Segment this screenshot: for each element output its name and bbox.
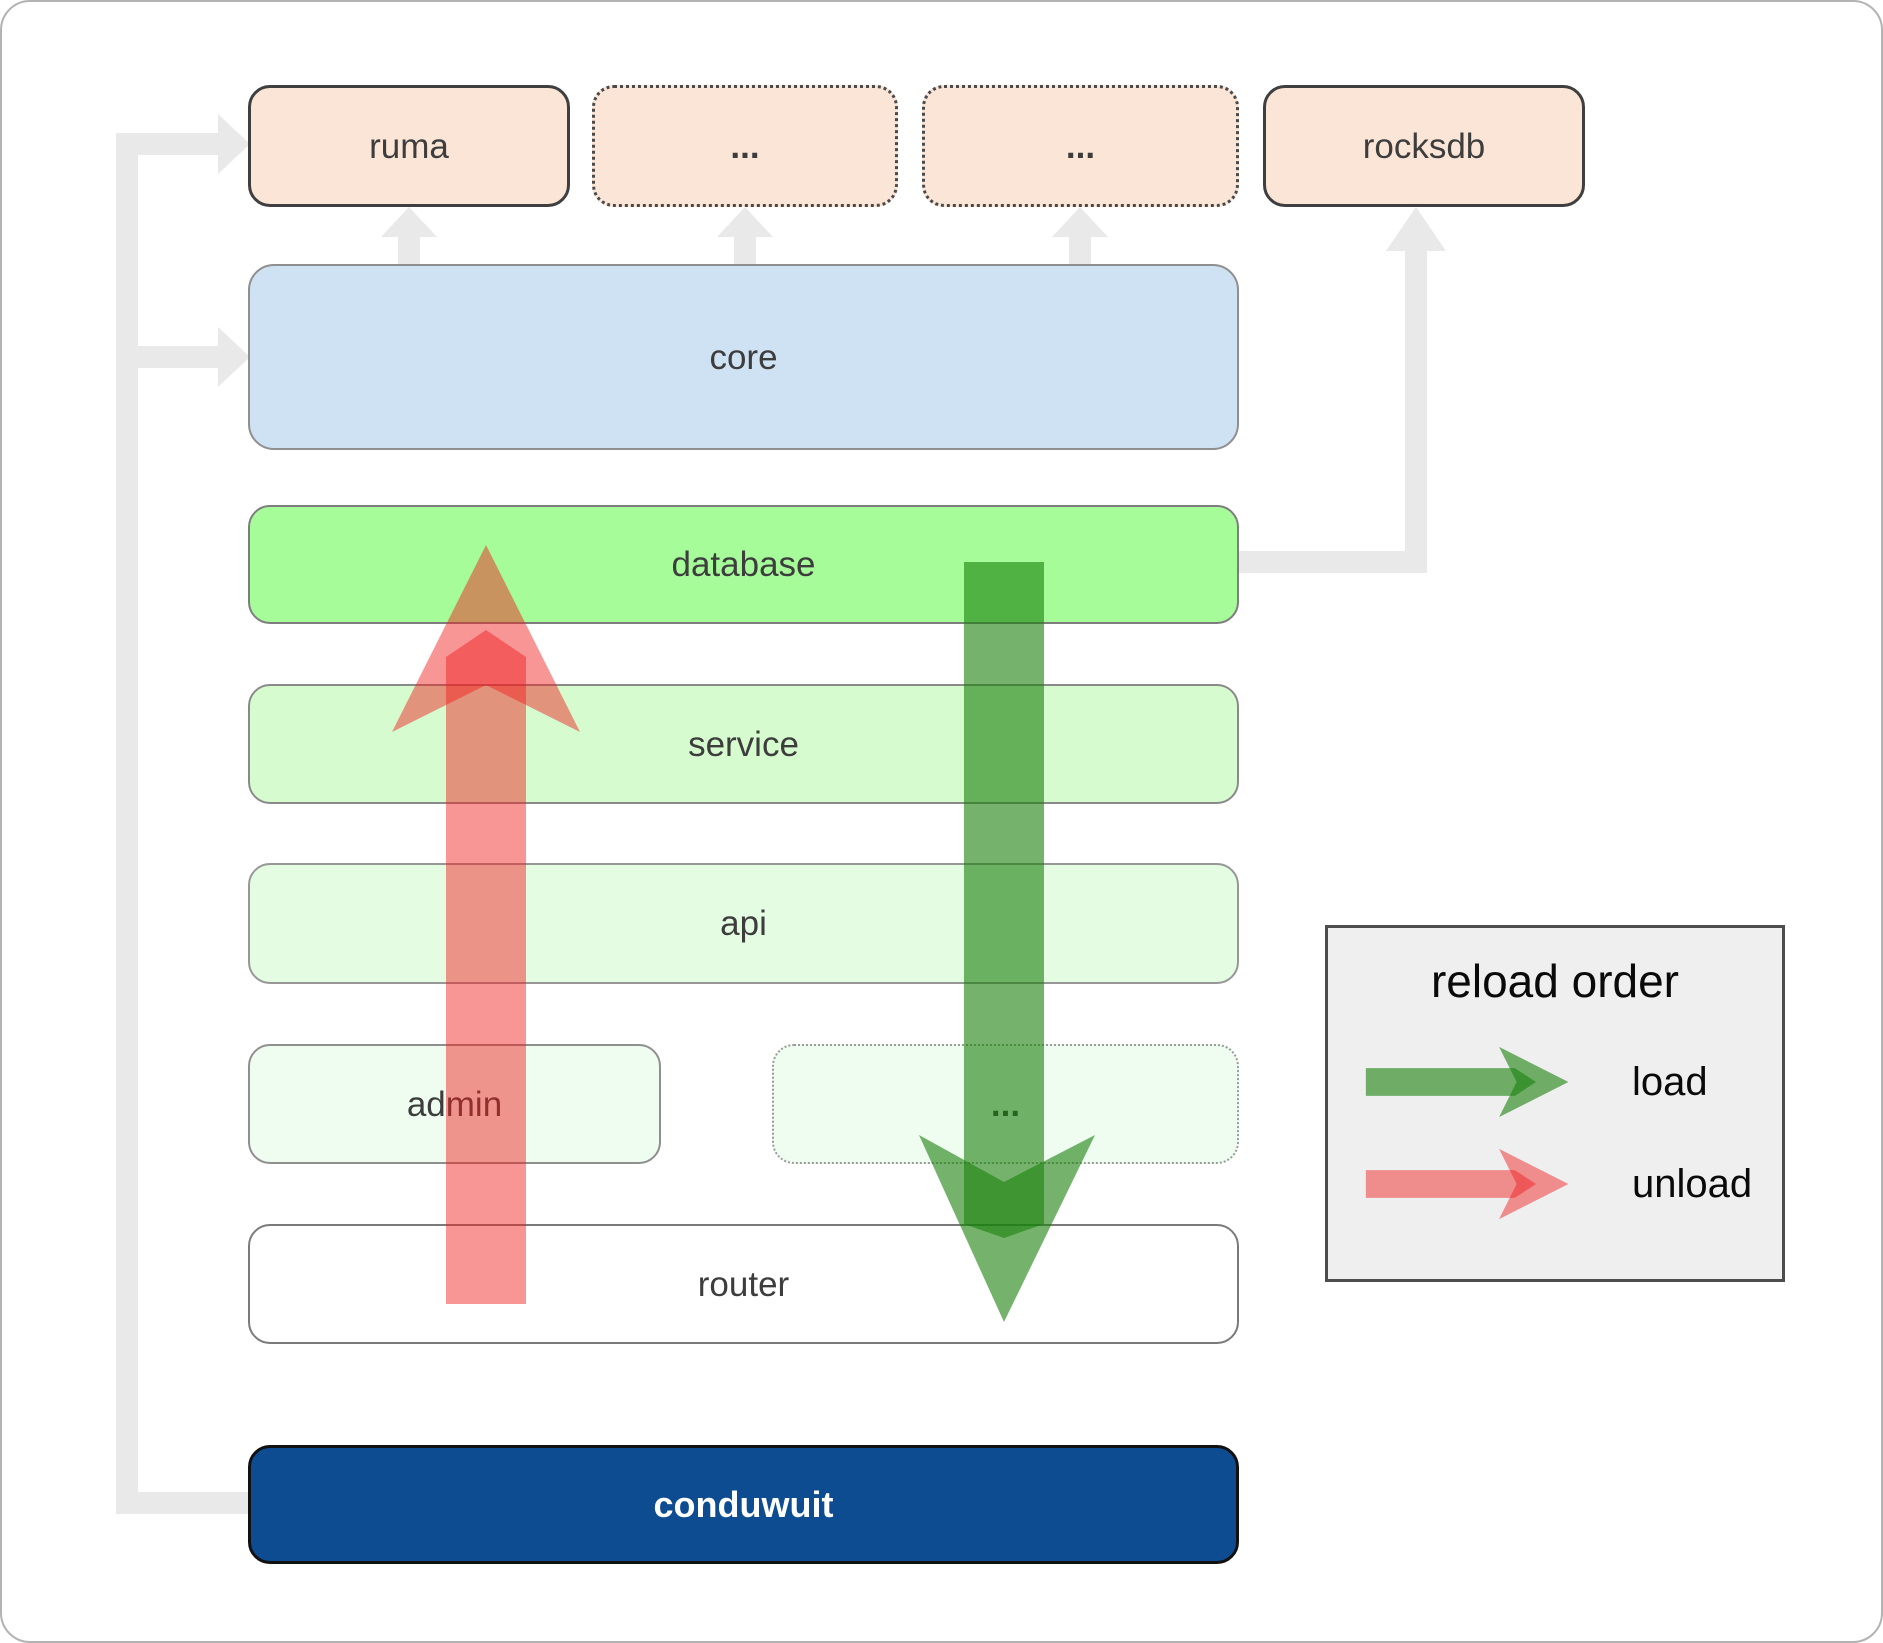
legend-unload-label: unload bbox=[1632, 1161, 1753, 1206]
box-api-label: api bbox=[720, 904, 767, 943]
box-ruma: ruma bbox=[248, 85, 570, 207]
box-admin-label: admin bbox=[406, 1084, 503, 1124]
box-router-label: router bbox=[697, 1264, 790, 1304]
core-arrow-shaft bbox=[138, 346, 220, 368]
box-api: api bbox=[248, 863, 1239, 984]
box-admin: admin bbox=[248, 1044, 661, 1164]
rocksdb-arrow-head bbox=[1386, 207, 1446, 251]
core-to-ellipsis1-head bbox=[717, 207, 773, 237]
box-core-label: core bbox=[709, 337, 778, 377]
legend: reload order load unload bbox=[1325, 925, 1785, 1282]
box-ellipsis-admin-label: ... bbox=[990, 1084, 1021, 1124]
box-ruma-label: ruma bbox=[369, 126, 449, 166]
unload-arrow-icon bbox=[1365, 1148, 1569, 1220]
box-ellipsis-top-1: ... bbox=[592, 85, 898, 207]
ruma-arrow-shaft bbox=[138, 133, 220, 155]
ruma-arrow-head bbox=[218, 114, 250, 174]
core-to-ellipsis2-head bbox=[1052, 207, 1108, 237]
legend-row-load: load bbox=[1364, 1040, 1782, 1124]
box-router: router bbox=[248, 1224, 1239, 1344]
box-ellipsis-top-2: ... bbox=[922, 85, 1239, 207]
box-ellipsis-top-2-label: ... bbox=[1065, 126, 1096, 166]
core-to-ruma-shaft bbox=[398, 234, 420, 266]
box-core: core bbox=[248, 264, 1239, 450]
core-arrow-head bbox=[218, 327, 250, 387]
database-rocksdb-vertical bbox=[1405, 249, 1427, 573]
left-trunk-line bbox=[116, 133, 138, 1514]
box-service-label: service bbox=[688, 724, 799, 764]
legend-row-unload: unload bbox=[1364, 1142, 1782, 1226]
load-arrow-icon bbox=[1365, 1046, 1569, 1118]
box-rocksdb: rocksdb bbox=[1263, 85, 1585, 207]
box-ellipsis-admin: ... bbox=[772, 1044, 1239, 1164]
core-to-ellipsis1-shaft bbox=[734, 234, 756, 266]
database-rocksdb-horizontal bbox=[1239, 551, 1427, 573]
legend-load-label: load bbox=[1632, 1059, 1708, 1104]
box-conduwuit: conduwuit bbox=[248, 1445, 1239, 1564]
box-database: database bbox=[248, 505, 1239, 624]
legend-title: reload order bbox=[1430, 955, 1680, 1007]
core-to-ruma-head bbox=[381, 207, 437, 237]
box-rocksdb-label: rocksdb bbox=[1362, 126, 1486, 166]
box-ellipsis-top-1-label: ... bbox=[730, 126, 760, 166]
core-to-ellipsis2-shaft bbox=[1069, 234, 1091, 266]
conduwuit-elbow-line bbox=[138, 1492, 252, 1514]
box-conduwuit-label: conduwuit bbox=[653, 1483, 834, 1525]
box-database-label: database bbox=[671, 545, 816, 584]
box-service: service bbox=[248, 684, 1239, 804]
